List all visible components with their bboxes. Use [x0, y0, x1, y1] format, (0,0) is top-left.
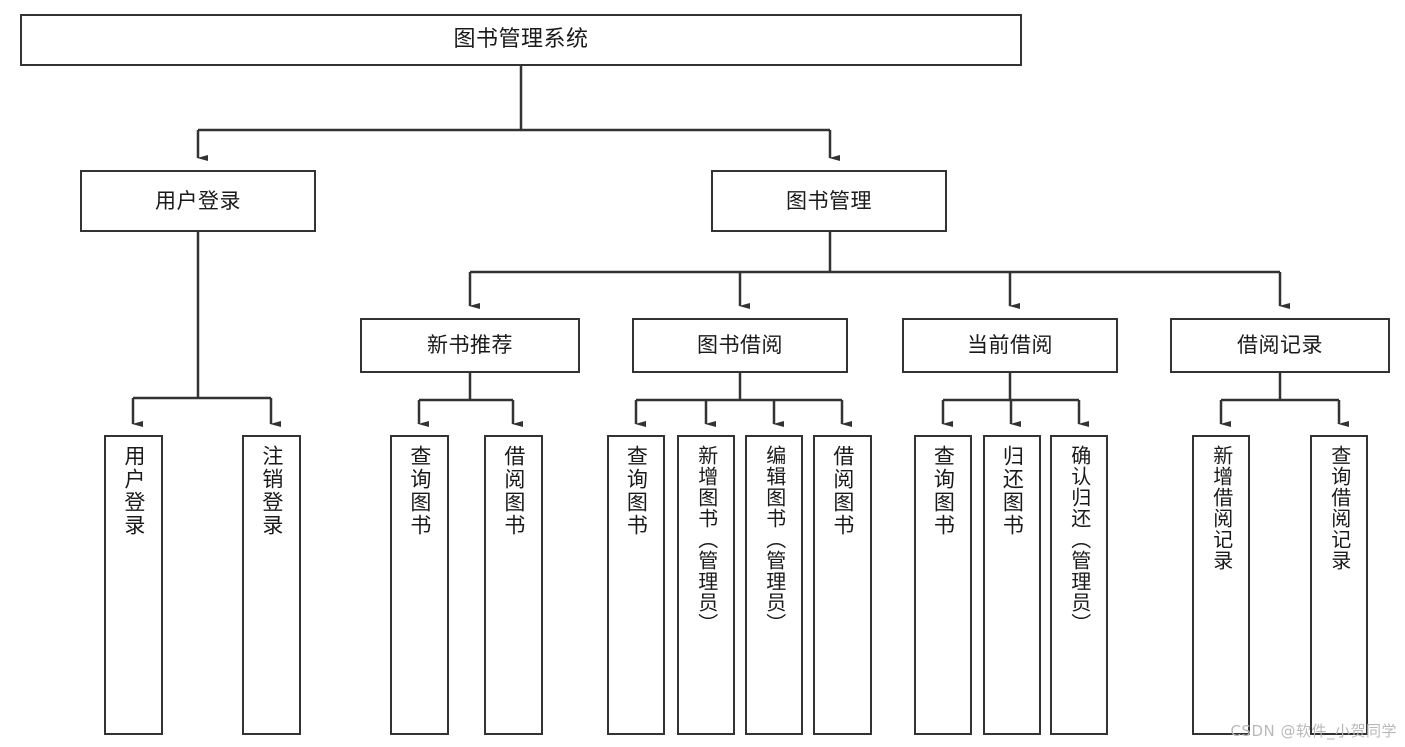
leaf-return-book-label: 归还图书 [1000, 445, 1025, 537]
leaf-query-book-borrow-label: 查询图书 [624, 445, 649, 537]
leaf-edit-book-admin[interactable]: 编辑图书（管理员） [745, 435, 803, 735]
leaf-borrow-book-recommend[interactable]: 借阅图书 [484, 435, 543, 735]
leaf-logout-label: 注销登录 [259, 445, 284, 537]
leaf-edit-book-admin-label: 编辑图书（管理员） [762, 445, 787, 634]
leaf-query-book-current[interactable]: 查询图书 [914, 435, 972, 735]
leaf-confirm-return-admin[interactable]: 确认归还（管理员） [1050, 435, 1108, 735]
leaf-logout[interactable]: 注销登录 [242, 435, 301, 735]
leaf-add-book-admin[interactable]: 新增图书（管理员） [677, 435, 735, 735]
leaf-return-book[interactable]: 归还图书 [983, 435, 1041, 735]
node-new-book-recommend-label: 新书推荐 [427, 333, 513, 358]
leaf-confirm-return-admin-label: 确认归还（管理员） [1067, 445, 1092, 634]
node-new-book-recommend[interactable]: 新书推荐 [360, 318, 580, 373]
leaf-add-book-admin-label: 新增图书（管理员） [694, 445, 719, 634]
node-user-login[interactable]: 用户登录 [80, 170, 316, 232]
leaf-add-borrow-record-label: 新增借阅记录 [1209, 445, 1234, 571]
node-book-borrow-label: 图书借阅 [697, 333, 783, 358]
leaf-user-login-label: 用户登录 [121, 445, 146, 537]
node-current-borrow-label: 当前借阅 [967, 333, 1053, 358]
node-book-management[interactable]: 图书管理 [711, 170, 947, 232]
leaf-borrow-book[interactable]: 借阅图书 [813, 435, 872, 735]
leaf-user-login[interactable]: 用户登录 [104, 435, 163, 735]
leaf-borrow-book-label: 借阅图书 [830, 445, 855, 537]
leaf-query-book-borrow[interactable]: 查询图书 [607, 435, 665, 735]
leaf-add-borrow-record[interactable]: 新增借阅记录 [1192, 435, 1250, 735]
leaf-query-book-recommend-label: 查询图书 [407, 445, 432, 537]
node-book-borrow[interactable]: 图书借阅 [632, 318, 848, 373]
leaf-borrow-book-recommend-label: 借阅图书 [501, 445, 526, 537]
leaf-query-borrow-record-label: 查询借阅记录 [1327, 445, 1352, 571]
node-borrow-record[interactable]: 借阅记录 [1170, 318, 1390, 373]
node-user-login-label: 用户登录 [155, 188, 241, 213]
node-borrow-record-label: 借阅记录 [1237, 333, 1323, 358]
leaf-query-borrow-record[interactable]: 查询借阅记录 [1310, 435, 1368, 735]
leaf-query-book-recommend[interactable]: 查询图书 [390, 435, 449, 735]
leaf-query-book-current-label: 查询图书 [931, 445, 956, 537]
node-root-label: 图书管理系统 [453, 27, 589, 53]
node-current-borrow[interactable]: 当前借阅 [902, 318, 1118, 373]
node-root[interactable]: 图书管理系统 [20, 14, 1022, 66]
watermark: CSDN @软件_小贺同学 [1230, 722, 1397, 740]
node-book-management-label: 图书管理 [786, 188, 872, 213]
